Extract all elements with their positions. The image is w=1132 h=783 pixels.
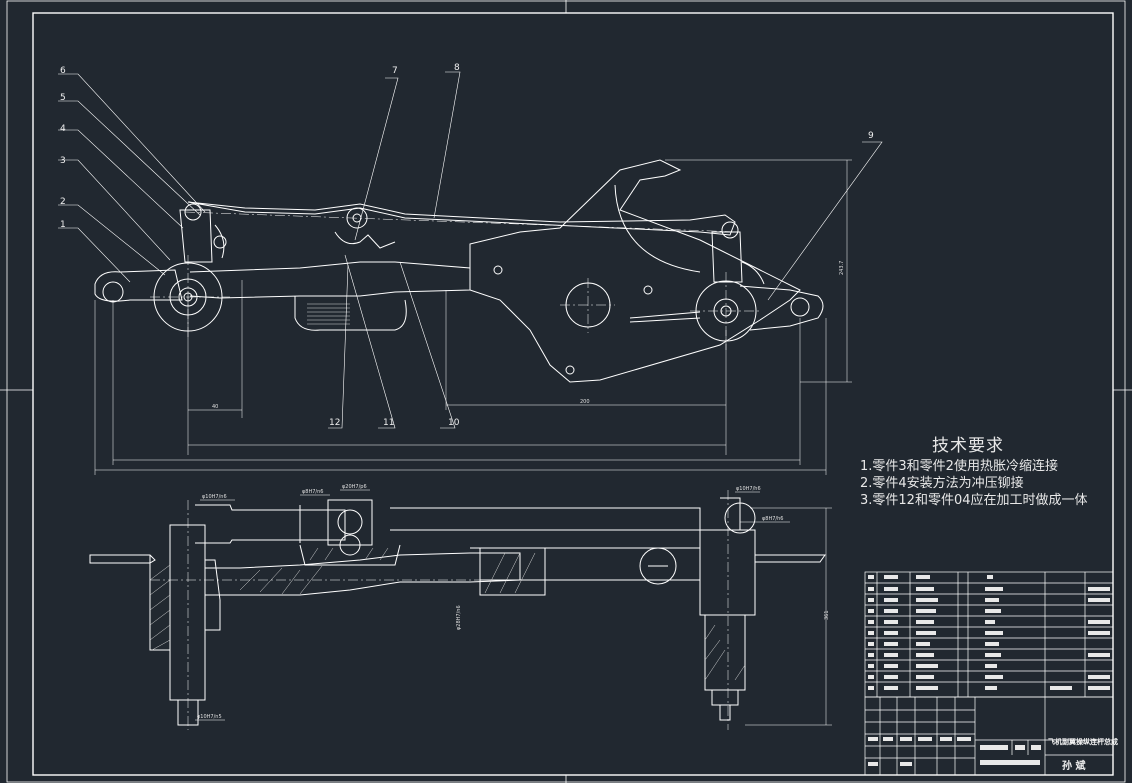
fit-2: φ8H7/n6: [302, 489, 323, 495]
leader-label-1: 1: [60, 220, 66, 230]
leader-label-7: 7: [392, 66, 398, 76]
requirement-item-3: 3.零件12和零件04应在加工时做成一体: [860, 493, 1088, 508]
front-view: [89, 497, 826, 726]
leader-label-9: 9: [868, 131, 874, 141]
fit-5: φ8H7/h6: [762, 516, 783, 522]
leader-label-5: 5: [60, 93, 66, 103]
leader-label-10: 10: [448, 418, 460, 428]
dim-243: 243.7: [839, 261, 845, 275]
dim-200: 200: [580, 399, 590, 405]
outer-frame: [6, 0, 1126, 783]
fit-6: φ28H7/n6: [456, 605, 462, 630]
inner-frame: [32, 12, 1114, 776]
leader-label-2: 2: [60, 197, 66, 207]
requirement-item-2: 2.零件4安装方法为冲压铆接: [860, 476, 1024, 491]
leader-label-8: 8: [454, 63, 460, 73]
requirements-title: 技术要求: [932, 436, 1004, 456]
leader-label-11: 11: [383, 418, 394, 428]
leader-label-12: 12: [329, 418, 340, 428]
leader-label-4: 4: [60, 124, 66, 134]
top-view: [94, 159, 824, 383]
drawing-author: 孙 斌: [1062, 759, 1085, 772]
drawing-title: 飞机副翼操纵连杆总成: [1048, 737, 1118, 746]
fit-3: φ20H7/p6: [342, 484, 367, 490]
leader-label-3: 3: [60, 156, 66, 166]
leader-label-6: 6: [60, 66, 66, 76]
parts-list: [864, 571, 1114, 698]
fit-4: φ10H7/h6: [736, 486, 761, 492]
dim-361: 361: [824, 610, 830, 620]
fit-7: φ10H7/n5: [197, 714, 222, 720]
requirement-item-1: 1.零件3和零件2使用热胀冷缩连接: [860, 459, 1058, 474]
dim-40: 40: [212, 404, 218, 410]
parts-list-fill: [868, 575, 1110, 690]
fit-1: φ10H7/n6: [202, 494, 227, 500]
title-block: [864, 696, 1114, 776]
